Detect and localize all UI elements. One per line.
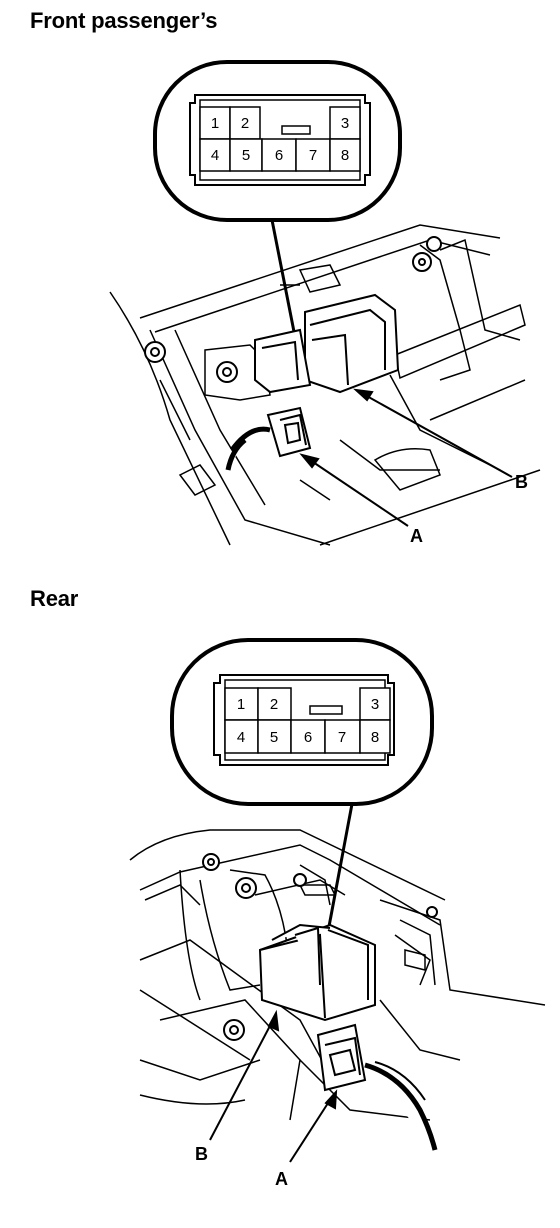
rear-locking-tab: [309, 705, 343, 715]
front-connector-callout: 1 2 3 4 5 6 7 8: [153, 60, 402, 222]
rear-pin-cell-8: [359, 719, 391, 754]
front-pin-label-5: 5: [242, 147, 250, 164]
rear-pin-label-4: 4: [237, 729, 245, 746]
front-pin-cell-7: [295, 138, 331, 172]
front-mounting-bolts: [144, 236, 442, 383]
front-pin-cell-8: [329, 138, 361, 172]
rear-pin-label-8: 8: [371, 729, 379, 746]
front-locking-tab: [281, 125, 311, 135]
rear-pin-label-3: 3: [371, 696, 379, 713]
front-callout-b-label: B: [515, 472, 528, 492]
front-pin-label-7: 7: [309, 147, 317, 164]
front-harness-connector-a: [225, 406, 312, 471]
rear-callout-b-label: B: [195, 1144, 208, 1164]
front-pin-label-1: 1: [211, 115, 219, 132]
front-callout-a-label: A: [410, 526, 423, 546]
section-title-rear: Rear: [30, 586, 79, 611]
front-pin-cell-6: [261, 138, 297, 172]
front-leader-arrows: [299, 388, 513, 527]
rear-pin-label-6: 6: [304, 729, 312, 746]
front-passenger-diagram: 1 2 3 4 5 6 7 8: [109, 60, 541, 546]
section-title-front-passenger: Front passenger’s: [30, 8, 218, 33]
rear-callout-a-label: A: [275, 1169, 288, 1189]
rear-pin-label-5: 5: [270, 729, 278, 746]
front-pin-cell-4: [199, 138, 231, 172]
front-callout-pointer: [270, 219, 300, 353]
front-pin-cell-3: [329, 106, 361, 140]
front-sensor-unit-b: [254, 293, 400, 394]
front-pin-label-8: 8: [341, 147, 349, 164]
rear-connector-callout: 1 2 3 4 5 6 7 8: [170, 638, 434, 806]
rear-diagram: 1 2 3 4 5 6 7 8: [129, 638, 546, 1189]
front-pin-label-6: 6: [275, 147, 283, 164]
rear-mounting-bolts: [202, 853, 438, 1041]
rear-pin-label-7: 7: [338, 729, 346, 746]
rear-seat-structure: [129, 829, 546, 1121]
front-pin-label-4: 4: [211, 147, 219, 164]
rear-pin-label-1: 1: [237, 696, 245, 713]
rear-leader-arrows: [209, 1009, 338, 1163]
rear-pin-label-2: 2: [270, 696, 278, 713]
front-pin-label-2: 2: [241, 115, 249, 132]
rear-harness-connector-a: [316, 1023, 438, 1151]
rear-pin-cell-6: [290, 719, 326, 754]
rear-sensor-unit-b: [258, 923, 376, 1022]
front-pin-label-3: 3: [341, 115, 349, 132]
front-seat-structure: [109, 224, 541, 546]
